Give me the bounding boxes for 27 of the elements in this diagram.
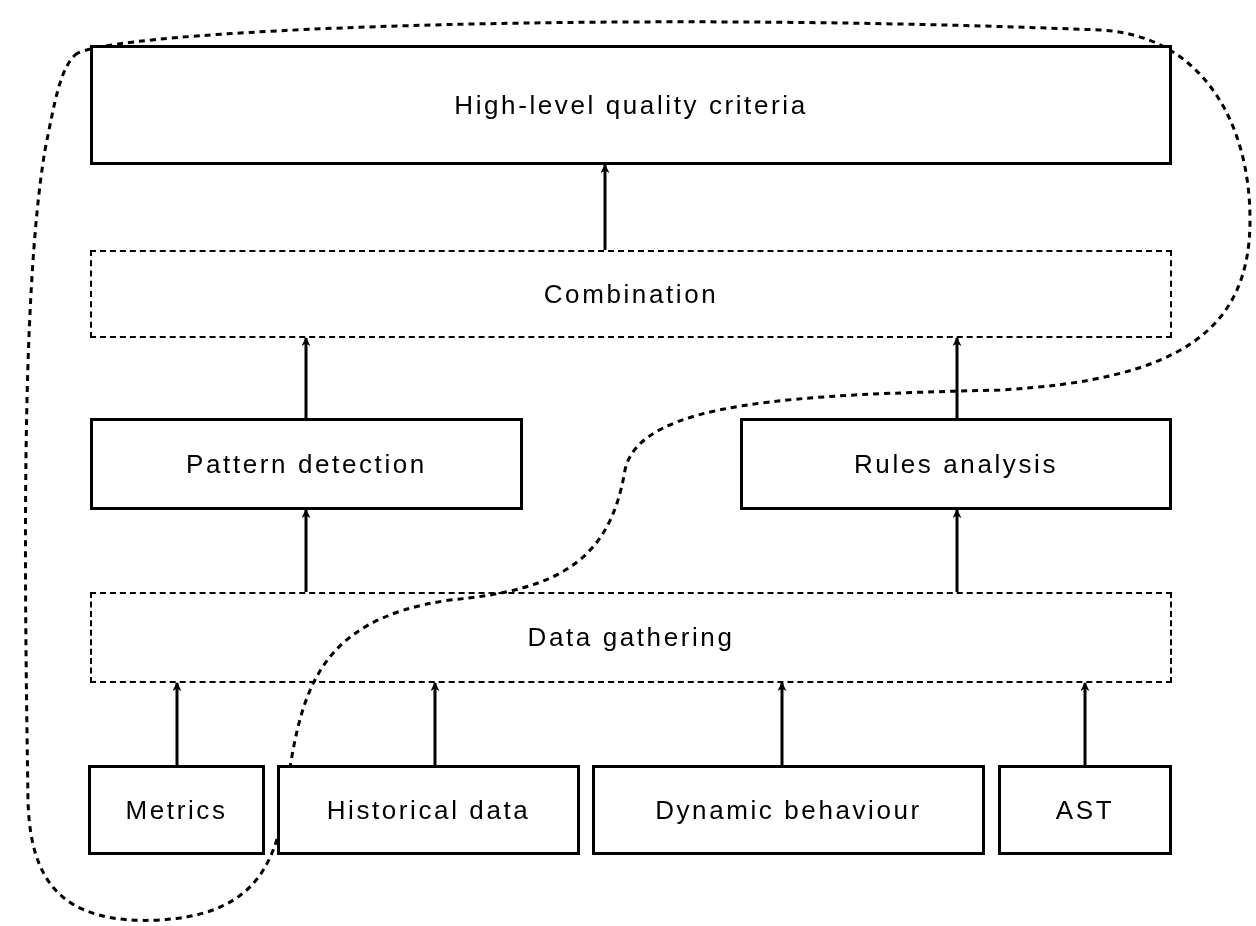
arrow [301, 337, 311, 418]
box-label: AST [1055, 794, 1115, 826]
arrow [952, 337, 962, 418]
box-label: Dynamic behaviour [655, 794, 922, 826]
process-box [592, 765, 985, 855]
arrow [301, 509, 311, 592]
dashed-process-box [90, 250, 1172, 338]
arrow [952, 509, 962, 592]
process-box [88, 765, 265, 855]
arrow [600, 164, 610, 250]
box-label: Combination [543, 278, 719, 310]
box-label: Rules analysis [854, 448, 1058, 480]
process-box [277, 765, 580, 855]
process-box [90, 45, 1172, 165]
box-label: Data gathering [527, 622, 735, 653]
arrow [777, 682, 787, 765]
box-label: Pattern detection [186, 448, 427, 480]
process-box [998, 765, 1172, 855]
box-label: High-level quality criteria [454, 89, 808, 121]
dashed-process-box [90, 592, 1172, 683]
box-label: Historical data [326, 794, 531, 826]
process-box [90, 418, 523, 510]
arrow [172, 682, 182, 765]
arrow [430, 682, 440, 765]
arrow [1080, 682, 1090, 765]
box-label: Metrics [125, 794, 228, 826]
process-box [740, 418, 1172, 510]
